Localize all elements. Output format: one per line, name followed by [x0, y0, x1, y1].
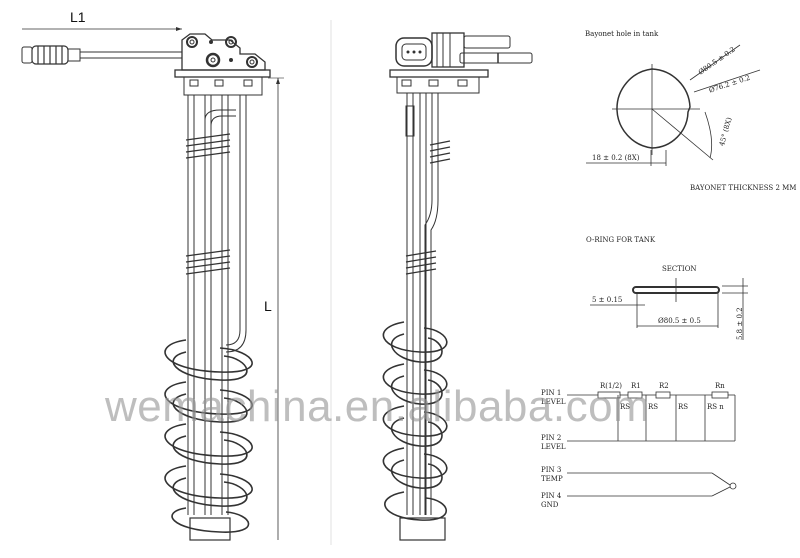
coil-spring — [164, 339, 253, 533]
wiring-schematic — [567, 391, 737, 497]
pin4-label: PIN 4 — [541, 492, 562, 500]
connector-pigtail — [21, 45, 182, 65]
pin3-label: PIN 3 — [541, 466, 562, 474]
resistor-label: R2 — [659, 382, 669, 390]
pin1-label: PIN 1 — [541, 389, 562, 397]
resistor-label: R(1/2) — [600, 382, 622, 390]
oring-diameter: Ø80.5 ± 0.5 — [658, 317, 701, 325]
oring-title: O-RING FOR TANK — [586, 236, 656, 244]
resistor-label: R1 — [631, 382, 641, 390]
dimension-l1: L1 — [70, 9, 86, 25]
watermark: wemachina.en.alibaba.com — [105, 382, 651, 431]
dimension-l: L — [264, 298, 272, 314]
pin4-function: GND — [541, 501, 559, 509]
coil-spring-front — [382, 321, 448, 521]
sensor-label: RS — [620, 403, 631, 411]
fuel-pump-front-view — [382, 32, 533, 541]
bayonet-title: Bayonet hole in tank — [585, 30, 659, 38]
oring-section-label: SECTION — [662, 265, 697, 273]
resistor-label: Rn — [715, 382, 725, 390]
pin2-function: LEVEL — [541, 443, 566, 451]
bayonet-hole-diagram — [586, 44, 761, 166]
oring-height: 5.8 ± 0.2 — [736, 307, 744, 340]
pin2-label: PIN 2 — [541, 434, 562, 442]
pin1-function: LEVEL — [541, 398, 566, 406]
fuel-pump-side-view — [21, 27, 284, 541]
oring-cross-section: 5 ± 0.15 — [592, 296, 623, 304]
oring-diagram — [590, 278, 748, 340]
sensor-label: RS n — [707, 403, 724, 411]
pin3-function: TEMP — [541, 475, 563, 483]
sensor-label: RS — [678, 403, 689, 411]
sensor-label: RS — [648, 403, 659, 411]
bayonet-tab-width: 18 ± 0.2 (8X) — [592, 154, 640, 162]
bayonet-thickness-note: BAYONET THICKNESS 2 MM — [690, 184, 797, 192]
